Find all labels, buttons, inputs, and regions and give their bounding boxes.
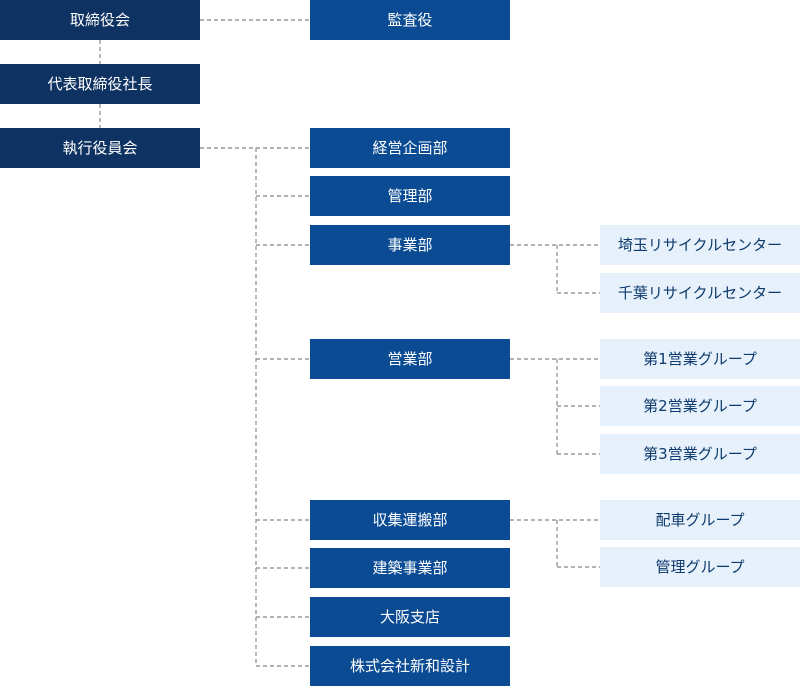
dept-collection-box: 収集運搬部 — [310, 500, 510, 540]
collection-management-box: 管理グループ — [600, 547, 800, 587]
sales-group-3-box: 第3営業グループ — [600, 434, 800, 474]
unit-saitama-box: 埼玉リサイクルセンター — [600, 225, 800, 265]
dept-shinwa-box: 株式会社新和設計 — [310, 646, 510, 686]
dept-admin-box: 管理部 — [310, 176, 510, 216]
exec-committee-box: 執行役員会 — [0, 128, 200, 168]
dept-sales-box: 営業部 — [310, 339, 510, 379]
president-box: 代表取締役社長 — [0, 64, 200, 104]
sales-group-2-box: 第2営業グループ — [600, 386, 800, 426]
collection-dispatch-box: 配車グループ — [600, 500, 800, 540]
dept-business-box: 事業部 — [310, 225, 510, 265]
unit-chiba-box: 千葉リサイクルセンター — [600, 273, 800, 313]
dept-planning-box: 経営企画部 — [310, 128, 510, 168]
sales-group-1-box: 第1営業グループ — [600, 339, 800, 379]
dept-osaka-box: 大阪支店 — [310, 597, 510, 637]
board-box: 取締役会 — [0, 0, 200, 40]
auditor-box: 監査役 — [310, 0, 510, 40]
dept-construction-box: 建築事業部 — [310, 548, 510, 588]
